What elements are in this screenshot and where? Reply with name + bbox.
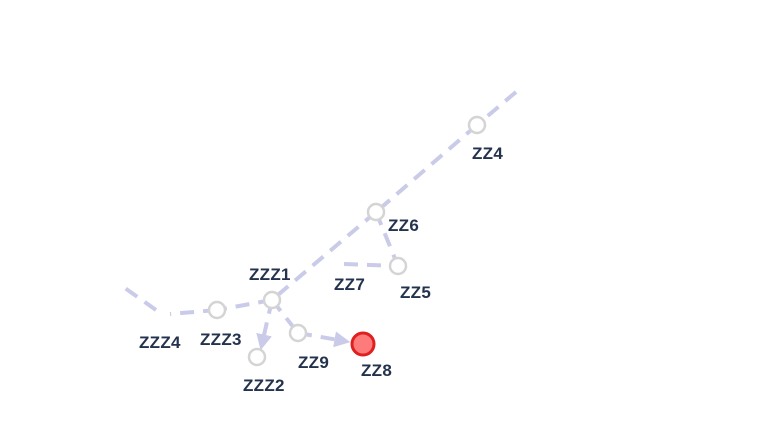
label-zzz4: ZZZ4 (139, 333, 181, 352)
edge-zzz4-tail (120, 284, 158, 312)
edges (120, 90, 518, 351)
node-zz9[interactable] (288, 323, 308, 343)
node-zz4[interactable] (467, 115, 487, 135)
label-zz9: ZZ9 (298, 353, 329, 372)
nodes (207, 115, 487, 367)
edge-zz4-tail (475, 90, 518, 127)
label-zzz2: ZZZ2 (243, 376, 285, 395)
node-zzz1[interactable] (262, 290, 282, 310)
label-zz7: ZZ7 (334, 275, 365, 294)
labels: ZZ4 ZZ6 ZZ5 ZZ7 ZZZ1 ZZZ3 ZZZ4 ZZZ2 ZZ9 … (139, 144, 503, 395)
node-zzz2[interactable] (247, 347, 267, 367)
edge-zz6-zz5 (374, 211, 400, 267)
label-zzz3: ZZZ3 (200, 330, 242, 349)
node-zzz3[interactable] (207, 300, 227, 320)
label-zz8: ZZ8 (361, 361, 392, 380)
label-zz4: ZZ4 (472, 144, 503, 163)
edge-zz7-zz5 (343, 262, 399, 268)
node-zz6[interactable] (366, 202, 386, 222)
edge-zzz1-zzz3 (216, 298, 273, 312)
label-zz5: ZZ5 (400, 283, 431, 302)
node-zz8[interactable] (350, 331, 376, 357)
label-zzz1: ZZZ1 (249, 265, 291, 284)
node-zz5[interactable] (388, 256, 408, 276)
edge-zz4-zz6 (374, 123, 479, 214)
label-zz6: ZZ6 (388, 216, 419, 235)
